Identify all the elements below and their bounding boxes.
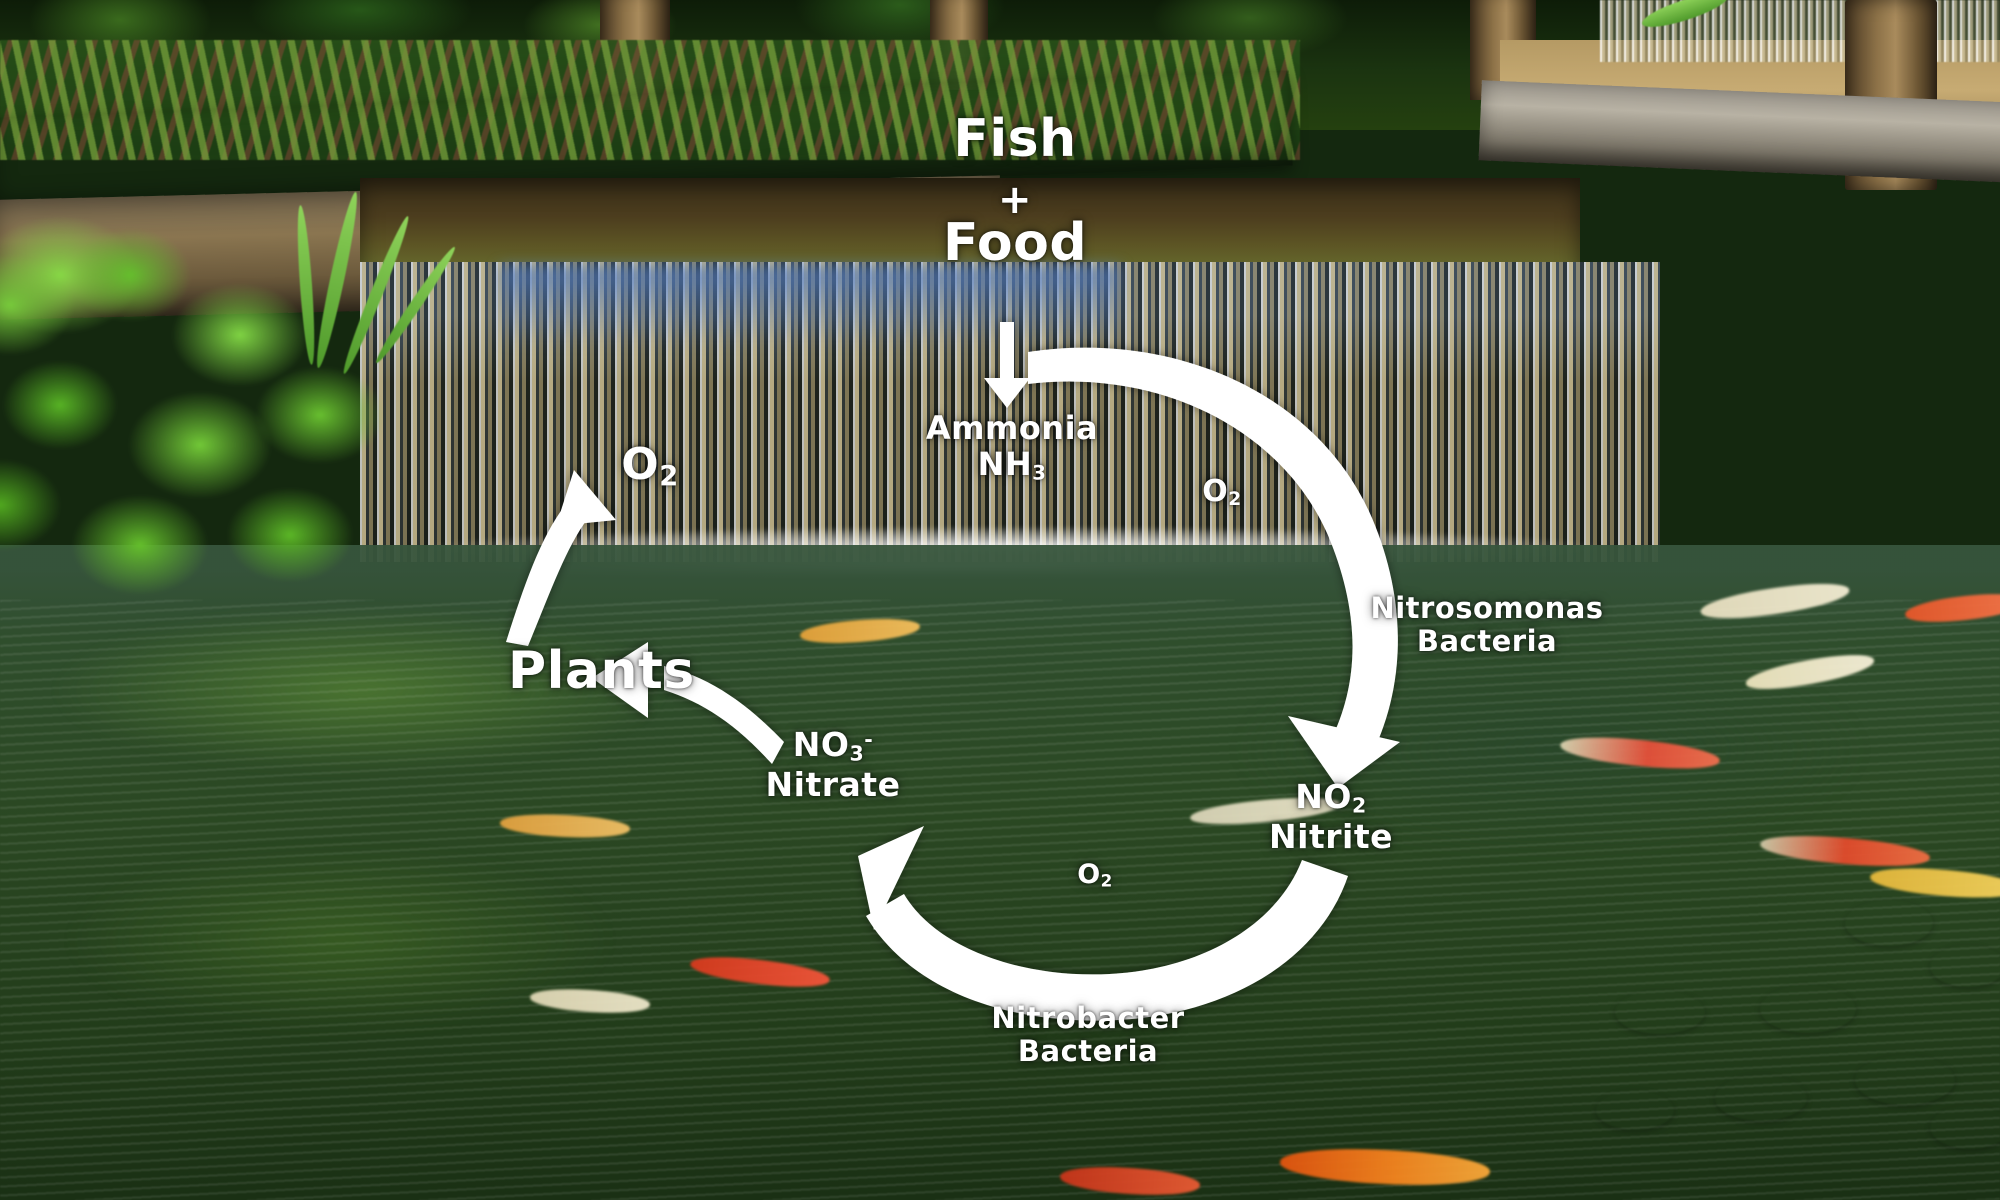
label-oxygen-nitrobacter: O2	[1077, 859, 1113, 891]
arrow-ammonia-to-nitrite	[1028, 347, 1400, 788]
arrow-nitrite-to-nitrate	[858, 826, 1348, 1021]
label-ammonia: Ammonia NH3	[926, 410, 1098, 485]
ammonia-name: Ammonia	[925, 409, 1099, 447]
label-food: Food	[942, 213, 1088, 273]
bromeliad-groundcover	[0, 40, 1300, 160]
label-plants: Plants	[508, 641, 695, 701]
waterfall-blue-sheen	[500, 266, 1120, 346]
label-nitrate: NO3- Nitrate	[766, 726, 901, 803]
nitrobacter-line1: Nitrobacter	[991, 1001, 1185, 1035]
label-nitrosomonas-bacteria: Nitrosomonas Bacteria	[1370, 591, 1604, 659]
nitrosomonas-line2: Bacteria	[1416, 624, 1558, 659]
arrow-fish-to-ammonia	[984, 322, 1030, 408]
nitrosomonas-line1: Nitrosomonas	[1370, 591, 1604, 625]
nitrobacter-line2: Bacteria	[1017, 1034, 1159, 1069]
nitrate-formula: NO3-	[792, 725, 874, 766]
label-nitrite: NO2 Nitrite	[1269, 778, 1393, 855]
label-fish: Fish	[953, 109, 1077, 169]
ammonia-formula: NH3	[977, 445, 1047, 485]
label-oxygen-plants: O2	[621, 439, 679, 492]
label-oxygen-nitrosomonas: O2	[1202, 474, 1242, 511]
nitrite-formula: NO2	[1295, 777, 1367, 818]
water-ripples	[0, 600, 2000, 1200]
arrow-plants-to-o2	[506, 470, 616, 646]
arrow-nitrate-to-plants	[592, 642, 784, 764]
label-plus: +	[997, 177, 1033, 223]
label-nitrobacter-bacteria: Nitrobacter Bacteria	[991, 1001, 1185, 1069]
nitrate-name: Nitrate	[765, 764, 901, 804]
nitrite-name: Nitrite	[1269, 816, 1393, 856]
